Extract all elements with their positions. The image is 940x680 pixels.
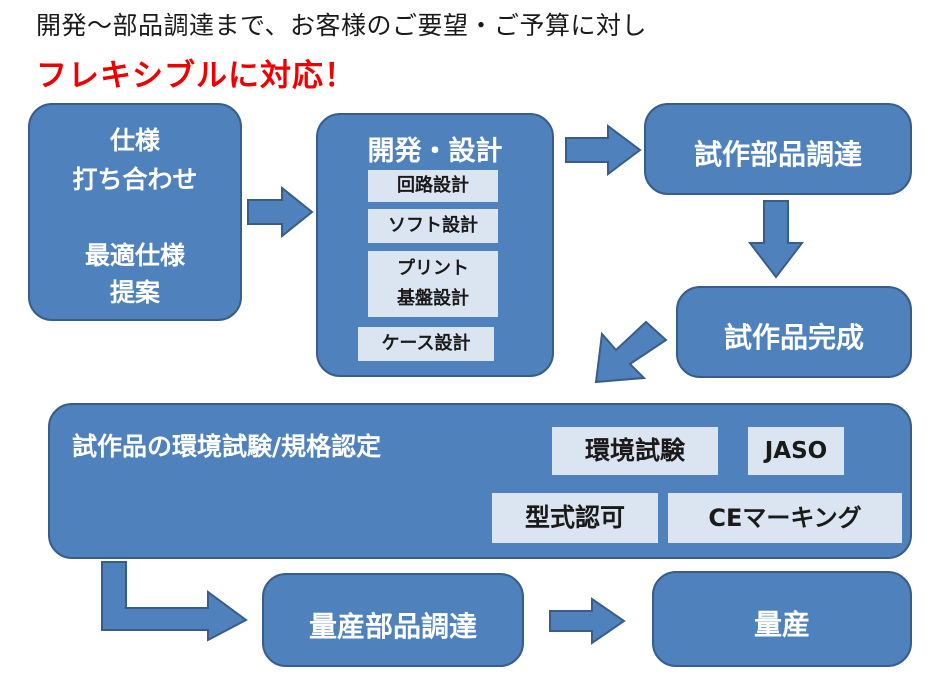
sub-ce-marking: CEマーキング	[668, 493, 902, 543]
env-title: 試作品の環境試験/規格認定	[72, 432, 382, 461]
mass-parts-title: 量産部品調達	[308, 610, 477, 643]
box-mass-production: 量産	[652, 571, 912, 667]
box-mass-parts: 量産部品調達	[262, 573, 524, 667]
sub-circuit-design: 回路設計	[368, 170, 498, 202]
sub-software-design: ソフト設計	[368, 209, 498, 243]
arrow-dev-to-proto-parts	[565, 124, 642, 176]
mass-title: 量産	[753, 608, 810, 641]
dev-title: 開発・設計	[367, 136, 503, 167]
spec-line-2: 打ち合わせ	[72, 165, 198, 194]
box-prototype-complete: 試作品完成	[676, 286, 912, 378]
proto-done-title: 試作品完成	[723, 321, 864, 354]
proto-parts-title: 試作部品調達	[693, 138, 862, 171]
arrow-done-to-env	[594, 320, 668, 384]
sub-case-design: ケース設計	[358, 327, 494, 361]
sub-environment-test: 環境試験	[552, 427, 718, 475]
box-environment-certification: 試作品の環境試験/規格認定 環境試験 JASO 型式認可 CEマーキング	[48, 403, 912, 559]
arrow-proto-parts-to-done	[747, 200, 805, 279]
heading-line-2: フレキシブルに対応！	[36, 58, 356, 94]
sub-pcb-design: プリント 基盤設計	[368, 251, 498, 317]
sub-pcb-line-2: 基盤設計	[397, 288, 469, 309]
arrow-spec-to-dev	[247, 185, 314, 239]
box-development-design: 開発・設計 回路設計 ソフト設計 プリント 基盤設計 ケース設計	[316, 113, 554, 377]
arrow-env-to-mass-parts	[101, 561, 248, 642]
box-prototype-parts: 試作部品調達	[644, 103, 912, 195]
spec-line-4: 提案	[109, 278, 160, 307]
spec-line-3: 最適仕様	[84, 241, 185, 270]
sub-pcb-line-1: プリント	[397, 258, 469, 279]
heading-line-1: 開発〜部品調達まで、お客様のご要望・ご予算に対し	[36, 11, 648, 40]
spec-line-1: 仕様	[109, 126, 160, 155]
box-spec-meeting: 仕様 打ち合わせ 最適仕様 提案	[28, 103, 242, 321]
sub-type-approval: 型式認可	[492, 493, 658, 543]
sub-jaso: JASO	[748, 427, 844, 475]
arrow-mass-parts-to-mass	[549, 597, 626, 645]
